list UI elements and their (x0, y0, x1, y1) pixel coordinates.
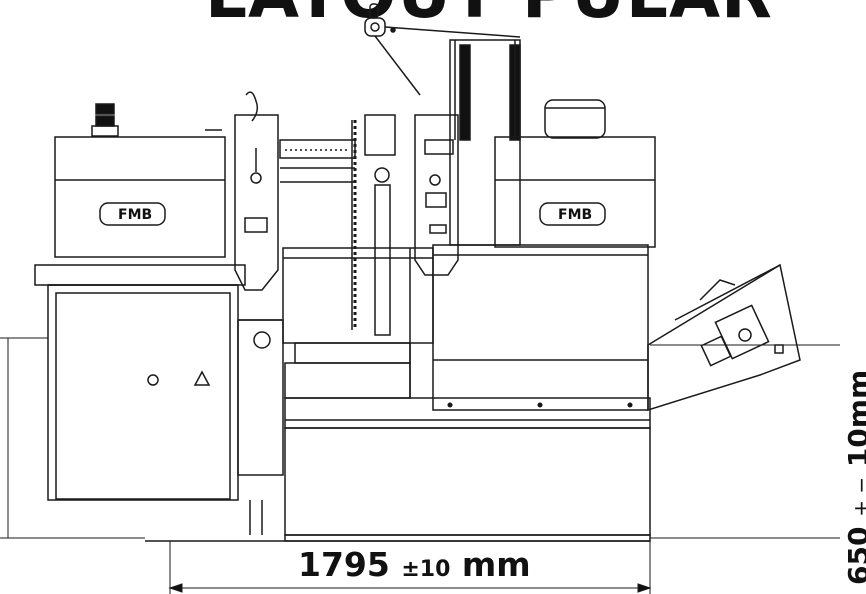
right-housing (494, 136, 656, 248)
logo-left: FMB (118, 207, 152, 223)
width-tolerance: ±10 (401, 557, 451, 582)
width-dimension-line (168, 541, 652, 594)
saw-chain (351, 114, 396, 336)
cutting-frame (282, 247, 434, 399)
height-dimension-line (650, 344, 840, 539)
right-vise (432, 244, 649, 411)
vertical-column (449, 39, 521, 246)
left-height-dimension-line (0, 337, 145, 539)
height-tolerance: + − (849, 477, 866, 517)
height-dimension-label: 650 + − 10mm (842, 370, 866, 585)
width-dimension-label: 1795 ±10 mm (298, 545, 531, 584)
scale-bar (279, 139, 356, 183)
beacon-light (91, 103, 119, 137)
width-unit: mm (461, 545, 531, 584)
height-value: 650 (842, 526, 866, 585)
machine-base (145, 397, 651, 542)
output-chute (647, 263, 801, 412)
right-guide-arm (414, 114, 459, 276)
lifting-eye (364, 3, 521, 96)
page-title: LAYOUT PULAR (205, 0, 773, 33)
width-value: 1795 (298, 545, 390, 584)
logo-right: FMB (558, 207, 592, 223)
electrical-cabinet (34, 264, 284, 535)
left-guide-arm (234, 91, 279, 291)
left-housing (54, 129, 226, 258)
hydraulic-tank (544, 99, 606, 139)
height-value-2: 10mm (842, 369, 866, 468)
